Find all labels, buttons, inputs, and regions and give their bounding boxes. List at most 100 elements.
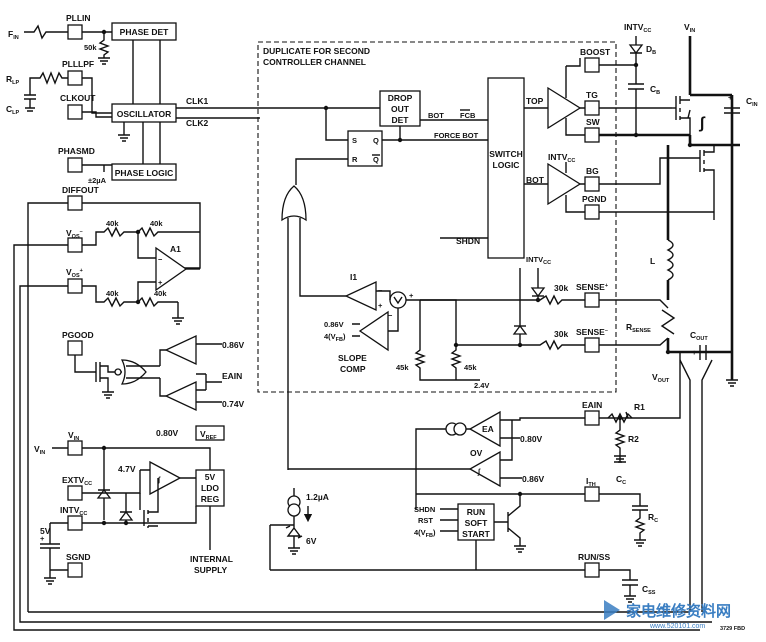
svg-text:ITH: ITH [586, 476, 596, 488]
sense-plus-pin[interactable] [584, 292, 600, 308]
svg-text:SWITCH: SWITCH [489, 149, 523, 159]
svg-text:BG: BG [586, 166, 599, 176]
svg-text:DUPLICATE FOR SECOND: DUPLICATE FOR SECOND [263, 46, 370, 56]
svg-text:0.86V: 0.86V [222, 340, 245, 350]
svg-text:CSS: CSS [642, 584, 656, 596]
svg-text:S: S [352, 136, 357, 145]
svg-text:SOFT: SOFT [465, 518, 488, 528]
svg-text:TOP: TOP [526, 96, 544, 106]
pgnd-pin[interactable] [584, 204, 600, 220]
vin-pin[interactable] [67, 440, 83, 456]
vos-plus-pin[interactable] [67, 278, 83, 294]
vref-block [195, 425, 225, 441]
svg-text:0.86V: 0.86V [324, 320, 344, 329]
svg-text:+: + [728, 93, 733, 102]
svg-text:CONTROLLER CHANNEL: CONTROLLER CHANNEL [263, 57, 366, 67]
switch-logic-section: DROP OUT DET BOT FCB FORCE BOT S R Q Q S… [281, 47, 611, 470]
svg-text:EXTVCC: EXTVCC [62, 475, 92, 487]
svg-text:40k: 40k [154, 289, 167, 298]
svg-text:RUN/SS: RUN/SS [578, 552, 610, 562]
svg-text:∫: ∫ [698, 115, 706, 132]
svg-text:PHASMD: PHASMD [58, 146, 95, 156]
oscillator-block [111, 103, 177, 123]
power-stage: INTVCC VIN DB CB ∫ CIN + L RSENSE [599, 22, 758, 612]
fin-input-wire [24, 24, 68, 40]
svg-text:SENSE–: SENSE– [576, 327, 608, 337]
sw-pin[interactable] [584, 127, 600, 143]
extvcc-pin[interactable] [67, 485, 83, 501]
svg-text:RST: RST [418, 516, 433, 525]
svg-text:−: − [388, 311, 393, 320]
switch-logic-block [487, 77, 525, 259]
svg-text:DET: DET [392, 115, 410, 125]
svg-text:VIN: VIN [34, 444, 45, 456]
tg-pin[interactable] [584, 100, 600, 116]
svg-text:40k: 40k [106, 289, 119, 298]
svg-text:www.520101.com: www.520101.com [649, 623, 705, 630]
top-gate-driver [547, 86, 582, 130]
svg-text:CC: CC [616, 474, 626, 486]
svg-text:FORCE BOT: FORCE BOT [434, 131, 479, 140]
svg-text:BOOST: BOOST [580, 47, 611, 57]
vos-minus-pin[interactable] [67, 237, 83, 253]
svg-text:40k: 40k [106, 219, 119, 228]
intvcc-pin[interactable] [67, 515, 83, 531]
svg-text:DROP: DROP [388, 93, 413, 103]
svg-text:EA: EA [482, 424, 494, 434]
pllin-pin[interactable] [67, 24, 83, 40]
svg-text:+: + [409, 291, 414, 300]
svg-text:BOT: BOT [526, 175, 545, 185]
svg-text:家电维修资料网: 家电维修资料网 [626, 602, 731, 620]
svg-text:45k: 45k [464, 363, 477, 372]
pgood-nor-gate [120, 359, 147, 385]
pgood-comp-low [164, 380, 197, 412]
bg-pin[interactable] [584, 176, 600, 192]
svg-text:VREF: VREF [200, 429, 217, 441]
a1-amplifier [155, 246, 188, 292]
svg-text:BOT: BOT [428, 111, 444, 120]
svg-text:PGND: PGND [582, 194, 607, 204]
plllpf-pin[interactable] [67, 70, 83, 86]
svg-text:COMP: COMP [340, 364, 366, 374]
pgood-pin[interactable] [67, 340, 83, 356]
svg-text:INTVCC: INTVCC [526, 255, 551, 266]
svg-text:SHDN: SHDN [456, 236, 480, 246]
slope-comp-amp [358, 310, 389, 352]
diffout-pin[interactable] [67, 195, 83, 211]
svg-text:40k: 40k [150, 219, 163, 228]
svg-text:+: + [40, 534, 45, 543]
svg-text:SENSE+: SENSE+ [576, 282, 608, 292]
ldo-section: VIN VIN 0.80V VREF 4.7V ∫ 5V LDO REG INT… [34, 425, 233, 585]
svg-text:PGOOD: PGOOD [62, 330, 94, 340]
ea-amplifier [468, 410, 501, 448]
svg-text:RLP: RLP [6, 74, 20, 86]
run-ss-pin[interactable] [584, 562, 600, 578]
boost-pin[interactable] [584, 57, 600, 73]
clkout-pin[interactable] [67, 104, 83, 120]
ov-comparator [468, 450, 501, 488]
r50k-label: 50k [84, 43, 97, 52]
watermark-logo: 家电维修资料网 www.520101.com [604, 600, 731, 630]
svg-text:PHASE LOGIC: PHASE LOGIC [115, 168, 174, 178]
svg-text:30k: 30k [554, 283, 568, 293]
svg-text:Q: Q [373, 155, 379, 164]
eain-pin[interactable] [584, 410, 600, 426]
sense-minus-pin[interactable] [584, 337, 600, 353]
svg-text:FIN: FIN [8, 29, 19, 41]
dropout-detector-block [379, 90, 421, 127]
svg-text:DIFFOUT: DIFFOUT [62, 185, 100, 195]
svg-text:INTVCC: INTVCC [60, 505, 87, 517]
svg-text:45k: 45k [396, 363, 409, 372]
svg-text:SW: SW [586, 117, 601, 127]
svg-text:∫: ∫ [157, 475, 161, 484]
svg-text:0.74V: 0.74V [222, 399, 245, 409]
sgnd-pin[interactable] [67, 562, 83, 578]
svg-text:∫: ∫ [477, 467, 481, 476]
ith-pin[interactable] [584, 486, 600, 502]
svg-text:OSCILLATOR: OSCILLATOR [117, 109, 171, 119]
svg-text:VIN: VIN [68, 430, 79, 442]
svg-text:2.4V: 2.4V [474, 381, 489, 390]
phasmd-pin[interactable] [67, 157, 83, 173]
svg-text:PLLLPF: PLLLPF [62, 59, 94, 69]
summing-node [389, 291, 407, 309]
